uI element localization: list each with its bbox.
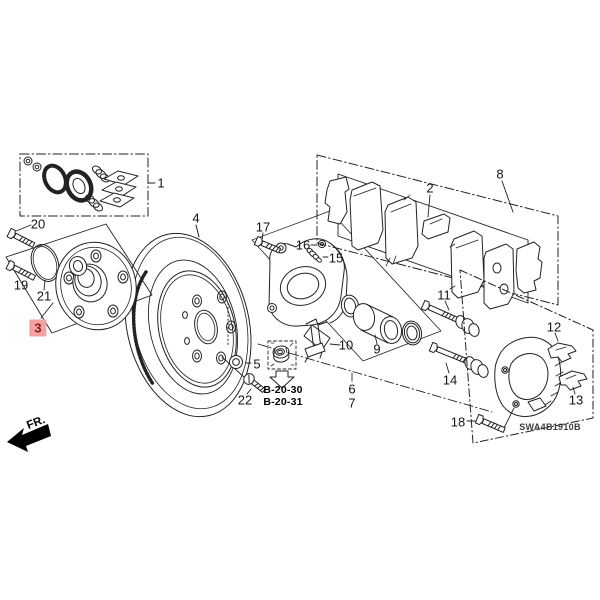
pad-retainer-12 xyxy=(547,332,577,363)
pin-bolt-14 xyxy=(428,341,470,365)
part-callout-13: 13 xyxy=(568,392,584,408)
flange-bolt-19 xyxy=(5,259,37,281)
pin-bolt-11 xyxy=(420,299,458,323)
part-callout-1: 1 xyxy=(157,175,165,191)
bracket-group xyxy=(459,269,594,444)
caliper-assembly xyxy=(251,210,493,413)
pad-inner-left xyxy=(349,181,384,251)
pin-boot-11 xyxy=(455,315,480,337)
part-callout-8: 8 xyxy=(496,166,504,182)
pad-inner-right xyxy=(450,230,485,299)
flange-bolt-20 xyxy=(6,227,36,248)
boot-small-top xyxy=(91,165,111,183)
part-callout-6: 6 xyxy=(348,381,356,397)
down-arrow-icon xyxy=(269,370,295,389)
disc-screw-22 xyxy=(243,373,266,393)
spindle-nut-ref xyxy=(267,340,297,389)
pad-shim-left xyxy=(324,176,350,225)
shim-stack xyxy=(99,170,139,208)
fr-direction-arrow xyxy=(7,424,51,452)
part-callout-5: 5 xyxy=(253,356,261,372)
pad-backing-right xyxy=(483,243,515,310)
caliper-seal-kit xyxy=(19,153,156,217)
part-callout-16: 16 xyxy=(295,237,311,253)
piston-boot xyxy=(401,320,423,346)
part-callout-10: 10 xyxy=(338,337,354,353)
bracket-bolt-18 xyxy=(474,413,506,433)
part-callout-14: 14 xyxy=(442,372,458,388)
part-callout-11: 11 xyxy=(437,287,451,303)
part-callout-18: 18 xyxy=(450,414,466,430)
pad-shim-right xyxy=(515,241,543,294)
caliper-pin-bolts xyxy=(420,299,489,378)
part-callout-17: 17 xyxy=(255,219,271,235)
pad-mid-shim xyxy=(421,213,451,240)
part-callout-7: 7 xyxy=(348,395,356,411)
part-callout-12: 12 xyxy=(546,319,562,335)
caliper-body xyxy=(267,238,348,351)
pin-boot-14 xyxy=(464,356,489,378)
lug-holes xyxy=(182,290,236,365)
part-callout-3: 3 xyxy=(29,319,47,337)
pad-retainer-13 xyxy=(558,370,588,395)
disc-fasteners xyxy=(229,355,266,395)
part-callout-4: 4 xyxy=(192,210,200,226)
part-callout-2: 2 xyxy=(426,180,434,196)
caliper-bolt-17 xyxy=(253,236,281,254)
piston-9 xyxy=(352,303,403,345)
boot-small-bottom xyxy=(84,194,104,212)
pad-with-clips-left xyxy=(384,196,419,265)
lug-nut-5 xyxy=(229,355,252,369)
o-ring-21 xyxy=(30,244,60,291)
bleeder-screw-15 xyxy=(306,247,329,263)
part-callout-9: 9 xyxy=(373,341,381,357)
brake-disc xyxy=(124,224,252,418)
part-callout-20: 20 xyxy=(30,216,46,232)
part-callout-15: 15 xyxy=(328,250,344,266)
ref-link-b-20-31: B-20-31 xyxy=(263,396,303,408)
spindle-nut xyxy=(272,345,290,363)
diagram-code: SWA4B1910B xyxy=(519,422,581,432)
part-callout-21: 21 xyxy=(36,288,52,304)
ref-link-b-20-30: B-20-30 xyxy=(263,384,303,396)
hub-unit xyxy=(55,241,137,331)
part-callout-22: 22 xyxy=(237,392,253,408)
hub-bearing-assembly xyxy=(5,223,153,334)
pad-spring-10 xyxy=(304,318,341,363)
part-callout-19: 19 xyxy=(13,277,29,293)
mounting-bracket xyxy=(494,336,564,418)
brake-pad-set xyxy=(316,154,559,310)
